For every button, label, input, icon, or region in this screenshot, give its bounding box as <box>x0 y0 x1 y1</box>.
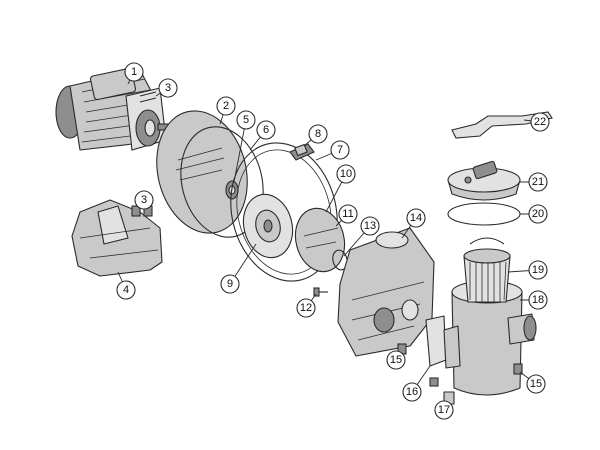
callout-3-top <box>158 78 178 98</box>
o-ring-13 <box>332 249 348 271</box>
callout-1 <box>124 62 144 82</box>
callout-16-label: 16 <box>406 386 418 398</box>
callout-8-label: 8 <box>315 128 321 140</box>
callout-2 <box>216 96 236 116</box>
callout-3-bottom <box>134 190 154 210</box>
callout-22-label: 22 <box>534 116 546 128</box>
o-ring-6 <box>180 126 264 238</box>
callouts: 1 2 3 3 4 5 6 7 8 9 10 11 <box>116 62 550 420</box>
flange-plate <box>156 110 248 234</box>
diffuser <box>294 207 346 273</box>
lid-o-ring <box>447 202 521 226</box>
callout-13 <box>360 216 380 236</box>
callout-5-label: 5 <box>243 114 249 126</box>
pump-housing <box>337 227 435 357</box>
callout-17-label: 17 <box>438 404 450 416</box>
callout-15-right <box>526 374 546 394</box>
callout-12 <box>296 298 316 318</box>
screw-12 <box>313 287 328 297</box>
callout-11-label: 11 <box>342 208 353 220</box>
impeller <box>242 193 294 259</box>
callout-21-label: 21 <box>532 176 544 188</box>
strainer-basket <box>463 237 511 303</box>
callout-14 <box>406 208 426 228</box>
callout-3-bottom-label: 3 <box>141 194 147 206</box>
callout-1-label: 1 <box>131 66 137 78</box>
bracket <box>425 315 447 367</box>
callout-9 <box>220 274 240 294</box>
callout-11 <box>338 204 358 224</box>
drain-fitting <box>429 377 455 405</box>
callout-5 <box>236 110 256 130</box>
callout-6-label: 6 <box>263 124 269 136</box>
strainer-lid <box>447 160 521 201</box>
callout-19 <box>528 260 548 280</box>
motor-foot <box>71 199 163 277</box>
callout-6 <box>256 120 276 140</box>
callout-19-label: 19 <box>532 264 544 276</box>
callout-8 <box>308 124 328 144</box>
callout-16 <box>402 382 422 402</box>
callout-9-label: 9 <box>227 278 233 290</box>
callout-15-left <box>386 350 406 370</box>
callout-13-label: 13 <box>364 220 376 232</box>
diffuser-ring <box>230 142 338 282</box>
callout-22 <box>530 112 550 132</box>
motor-bolts <box>139 91 157 103</box>
callout-4-label: 4 <box>123 284 129 296</box>
callout-15-right-label: 15 <box>530 378 542 390</box>
callout-15-left-label: 15 <box>390 354 402 366</box>
callout-7 <box>330 140 350 160</box>
callout-3-top-label: 3 <box>165 82 171 94</box>
callout-14-label: 14 <box>410 212 422 224</box>
callout-18-label: 18 <box>532 294 544 306</box>
callout-17 <box>434 400 454 420</box>
callout-20 <box>528 204 548 224</box>
callout-10-label: 10 <box>340 168 352 180</box>
callout-10 <box>336 164 356 184</box>
callout-4 <box>116 280 136 300</box>
drain-plug-right <box>513 363 523 375</box>
callout-12-label: 12 <box>300 302 312 314</box>
callout-7-label: 7 <box>337 144 343 156</box>
clamp-connector <box>289 143 315 161</box>
lid-key <box>451 111 553 139</box>
callout-21 <box>528 172 548 192</box>
callout-20-label: 20 <box>532 208 544 220</box>
callout-2-label: 2 <box>223 100 229 112</box>
motor <box>55 67 173 151</box>
callout-18 <box>528 290 548 310</box>
